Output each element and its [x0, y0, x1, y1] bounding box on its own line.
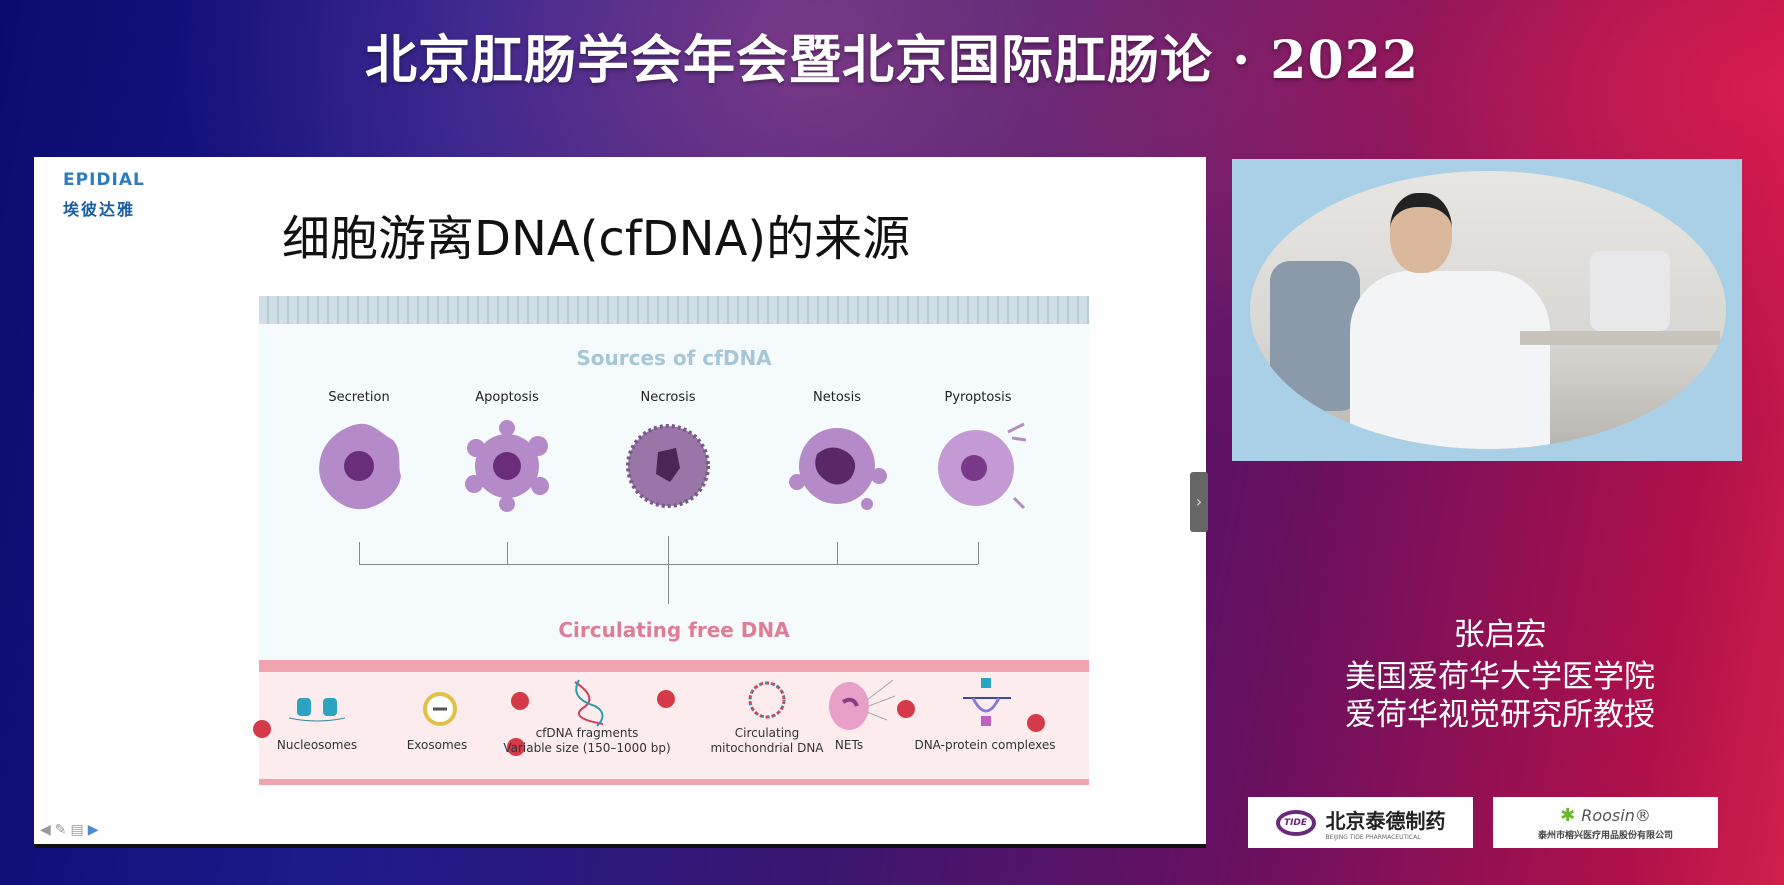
- conference-title: 北京肛肠学会年会暨北京国际肛肠论 · 2022: [364, 30, 1420, 91]
- source-label-necrosis: Necrosis: [640, 390, 696, 405]
- dna-protein-complex-icon: [963, 678, 1011, 726]
- net-icon: [829, 679, 896, 730]
- circulating-free-dna-title: Circulating free DNA: [558, 618, 790, 642]
- epidial-logo: EPIDIAL 埃彼达雅: [63, 170, 153, 220]
- roosin-leaf-icon: ✱: [1560, 804, 1576, 826]
- tide-logo: TIDE: [1275, 809, 1316, 836]
- cfdna-sources-figure: Sources of cfDNA Secretion Apoptosis Nec…: [253, 296, 1089, 785]
- speaker-head: [1390, 193, 1452, 273]
- lab-coat: [1350, 271, 1550, 449]
- speaker-video: [1232, 159, 1742, 461]
- presentation-slide: EPIDIAL 埃彼达雅 细胞游离DNA(cfDNA)的来源 Sources o…: [34, 157, 1206, 848]
- sources-title: Sources of cfDNA: [576, 346, 772, 370]
- bracket-line: [978, 542, 979, 564]
- speaker-affiliation-2: 爱荷华视觉研究所教授: [1345, 697, 1655, 733]
- logo-mark: EPIDIAL: [63, 170, 145, 190]
- source-label-netosis: Netosis: [813, 390, 861, 405]
- component-title: Circulating: [734, 726, 800, 740]
- red-blood-cell-icon: [511, 692, 529, 710]
- pen-tool-button[interactable]: ✎: [54, 822, 67, 838]
- chair: [1270, 261, 1360, 411]
- sponsor-name: 泰州市榕兴医疗用品股份有限公司: [1537, 830, 1673, 841]
- component-label-nets: NETs: [834, 738, 864, 752]
- red-blood-cell-icon: [1027, 714, 1045, 732]
- component-label-nucleosomes: Nucleosomes: [276, 738, 358, 752]
- speaker-affiliation-1: 美国爱荷华大学医学院: [1345, 659, 1655, 695]
- source-label-secretion: Secretion: [328, 390, 390, 405]
- pyroptosis-cell-icon: [938, 422, 1027, 510]
- netosis-cell-icon: [789, 428, 887, 510]
- secretion-cell-icon: [319, 423, 401, 510]
- apoptosis-cell-icon: [465, 420, 549, 512]
- slide-title: 细胞游离DNA(cfDNA)的来源: [282, 211, 911, 267]
- component-title: cfDNA fragments: [535, 726, 639, 740]
- microscope: [1590, 251, 1670, 331]
- logo-cn: 埃彼达雅: [63, 200, 136, 219]
- slide-menu-button[interactable]: ▤: [70, 822, 84, 838]
- bracket-line: [359, 542, 360, 564]
- sponsor-name-en: BEIJING TIDE PHARMACEUTICAL: [1325, 833, 1421, 841]
- red-blood-cell-icon: [253, 720, 271, 738]
- bracket-line: [837, 542, 838, 564]
- desk: [1520, 331, 1720, 345]
- prev-slide-button[interactable]: ◀: [40, 822, 51, 838]
- roosin-logo: Roosin®: [1581, 805, 1651, 825]
- next-slide-tab[interactable]: ›: [1190, 472, 1208, 532]
- source-label-pyroptosis: Pyroptosis: [944, 390, 1012, 405]
- bracket-line: [507, 542, 508, 564]
- sponsor-roosin: ✱Roosin® 泰州市榕兴医疗用品股份有限公司: [1493, 797, 1718, 848]
- nucleosome-icon: [288, 698, 346, 722]
- bracket-arrow-line: [668, 536, 669, 604]
- dna-fragment-icon: [574, 679, 604, 727]
- component-subtitle: Variable size (150–1000 bp): [503, 741, 671, 755]
- figure-top-band: [259, 296, 1089, 324]
- red-blood-cell-icon: [507, 738, 525, 756]
- mitochondrial-dna-icon: [748, 681, 786, 719]
- red-blood-cell-icon: [897, 700, 915, 718]
- speaker-name: 张启宏: [1453, 617, 1547, 653]
- component-subtitle: mitochondrial DNA: [710, 741, 824, 755]
- component-label-exosomes: Exosomes: [406, 738, 468, 752]
- component-label-dna-protein-complexes: DNA-protein complexes: [914, 738, 1056, 752]
- necrosis-cell-icon: [626, 424, 710, 508]
- speaker-photo: [1250, 171, 1726, 449]
- source-label-apoptosis: Apoptosis: [475, 390, 539, 405]
- exosome-icon: [423, 692, 457, 726]
- sponsor-name: 北京泰德制药: [1325, 808, 1446, 833]
- red-blood-cell-icon: [657, 690, 675, 708]
- next-slide-button[interactable]: ▶: [87, 822, 99, 838]
- slide-nav-controls: ◀ ✎ ▤ ▶: [40, 822, 99, 838]
